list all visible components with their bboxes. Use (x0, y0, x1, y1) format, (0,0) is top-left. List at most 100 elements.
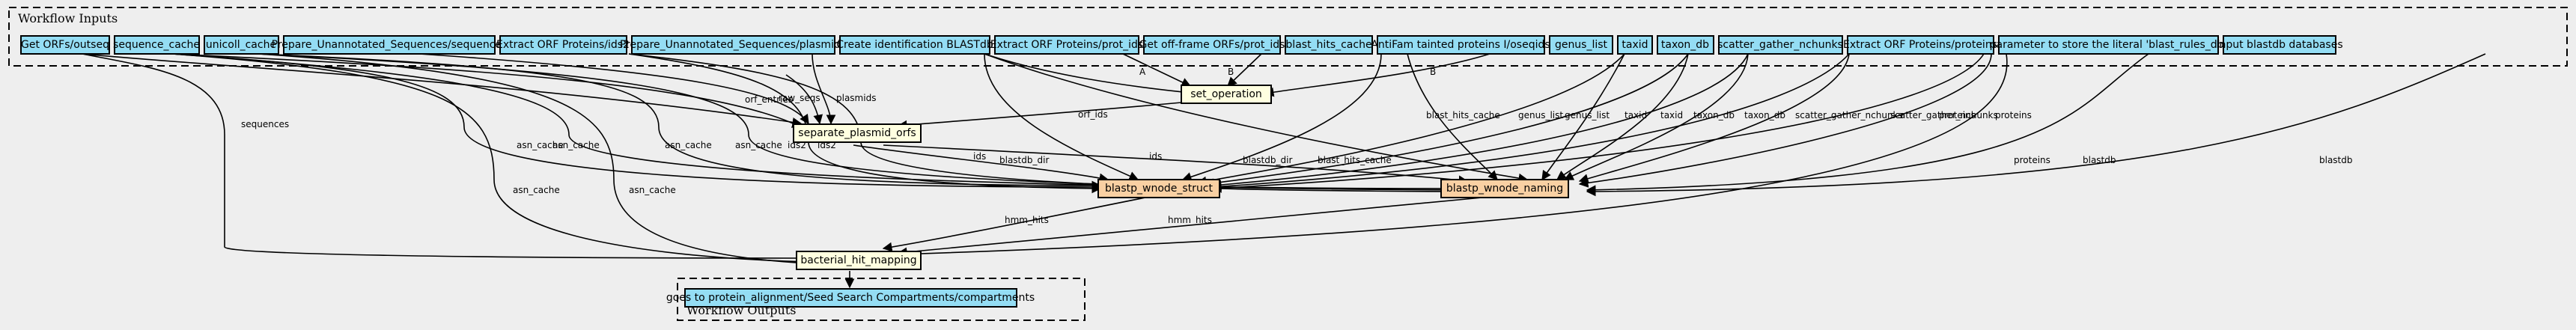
edge-proteins-to-struct: proteins (1211, 53, 1985, 193)
edge-protids-to-setop: A (1122, 53, 1192, 87)
input-param-blast-rules-label: parameter to store the literal 'blast_ru… (1990, 39, 2227, 51)
workflow-inputs-title: Workflow Inputs (18, 11, 118, 25)
edge-blastdb-to-struct: blastdb_dir (984, 53, 1139, 181)
edge-naming-to-bacterial: hmm_hits (897, 197, 1483, 257)
edge-genus-to-struct: genus_list (1196, 53, 1625, 186)
edge-struct-to-bacterial: hmm_hits (882, 197, 1146, 252)
step-bacterial-hit-mapping-label: bacterial_hit_mapping (800, 254, 916, 266)
input-sequence-cache-label: sequence_cache (113, 39, 200, 51)
edge-unicoll-to-bacterial: asn_cache (258, 53, 810, 268)
input-extract-orf-prot-ids-label: Extract ORF Proteins/prot_ids (990, 39, 1143, 51)
edge-seqcache-to-separate (171, 53, 803, 128)
edge-label-hmm-hits-1: hmm_hits (1005, 215, 1049, 225)
edge-inputdb-to-naming: blastdb (1586, 53, 2486, 197)
input-antifam[interactable]: AntiFam tainted proteins I/oseqids (1371, 35, 1550, 55)
edge-label-asn-cache-5: asn_cache (735, 140, 782, 150)
input-extract-orf-proteins[interactable]: Extract ORF Proteins/proteins (1843, 35, 1997, 55)
step-bacterial-hit-mapping[interactable]: bacterial_hit_mapping (796, 251, 922, 270)
step-set-operation[interactable]: set_operation (1181, 85, 1272, 104)
step-nodes: set_operation separate_plasmid_orfs blas… (793, 85, 1569, 270)
edge-label-taxondb-1: taxon_db (1693, 110, 1735, 120)
step-blastp-wnode-naming[interactable]: blastp_wnode_naming (1440, 179, 1569, 198)
input-blast-hits-cache[interactable]: blast_hits_cache (1285, 35, 1373, 55)
input-blast-hits-cache-label: blast_hits_cache (1285, 39, 1371, 51)
edge-label-b2: B (1430, 67, 1436, 77)
input-genus-list-label: genus_list (1555, 39, 1608, 51)
edge-label-ids-1: ids (973, 151, 986, 162)
input-nodes: Get ORFs/outseq sequence_cache unicoll_c… (20, 35, 2343, 55)
output-compartments-label: goes to protein_alignment/Seed Search Co… (666, 292, 1035, 304)
input-get-orfs-outseq[interactable]: Get ORFs/outseq (20, 35, 110, 55)
edge-label-blastdb-dir-1: blastdb_dir (999, 155, 1049, 165)
step-set-operation-label: set_operation (1190, 88, 1262, 100)
edge-label-plasmids: plasmids (836, 93, 876, 103)
input-extract-orf-proteins-label: Extract ORF Proteins/proteins (1843, 39, 1997, 51)
step-separate-plasmid-orfs-label: separate_plasmid_orfs (798, 127, 916, 139)
input-extract-orf-ids2[interactable]: Extract ORF Proteins/ids2 (496, 35, 630, 55)
input-taxid[interactable]: taxid (1617, 35, 1653, 55)
input-sequence-cache[interactable]: sequence_cache (113, 35, 200, 55)
edge-plasmids-to-separate: plasmids (812, 53, 876, 125)
edge-unicoll-to-naming: asn_cache (258, 53, 1469, 195)
edge-proteins-to-bacterial: proteins (897, 53, 2050, 260)
input-extract-orf-ids2-label: Extract ORF Proteins/ids2 (496, 39, 630, 51)
input-genus-list[interactable]: genus_list (1549, 35, 1613, 55)
input-blastdb-databases[interactable]: Input blastdb databases (2216, 35, 2343, 55)
input-prep-unannot-sequences[interactable]: Prepare_Unannotated_Sequences/sequences (272, 35, 508, 55)
step-separate-plasmid-orfs[interactable]: separate_plasmid_orfs (793, 123, 922, 143)
edge-label-hmm-hits-2: hmm_hits (1168, 215, 1212, 225)
input-blastdb-databases-label: Input blastdb databases (2216, 39, 2342, 51)
edge-separate-to-struct: ids (853, 144, 1109, 183)
edge-label-taxondb-2: taxon_db (1744, 110, 1785, 120)
edge-setop-to-separate: orf_ids (897, 99, 1214, 130)
edge-taxondb-to-naming: taxon_db (1563, 53, 1785, 180)
edge-taxid-to-naming: taxid (1556, 53, 1689, 180)
input-prep-unannot-plasmids[interactable]: Prepare_Unannotated_Sequences/plasmids (620, 35, 846, 55)
input-get-orfs-outseq-label: Get ORFs/outseq (21, 39, 109, 51)
edge-label-bhc-2: blast_hits_cache (1426, 110, 1500, 120)
edge-label-b: B (1228, 67, 1234, 77)
edge-bhc-to-struct: blast_hits_cache (1181, 53, 1392, 182)
edge-label-raw-seqs: raw_seqs (779, 93, 820, 103)
edge-prepseq-to-separate (418, 53, 809, 125)
edge-seqcache-to-bacterial: asn_cache (171, 53, 810, 267)
output-compartments[interactable]: goes to protein_alignment/Seed Search Co… (666, 288, 1035, 308)
edge-label-genus-1: genus_list (1518, 110, 1563, 120)
edge-label-proteins-1: proteins (1939, 110, 1976, 120)
input-taxon-db[interactable]: taxon_db (1657, 35, 1714, 55)
edges-layer: sequences orf_entries asn_cache asn_cach… (82, 53, 2486, 289)
input-get-offframe-prot-ids[interactable]: Get off-frame ORFs/prot_ids (1139, 35, 1285, 55)
edge-antifam-to-setop: B (1264, 53, 1491, 97)
edge-label-proteins-2: proteins (1995, 110, 2032, 120)
input-antifam-label: AntiFam tainted proteins I/oseqids (1371, 39, 1550, 51)
input-unicoll-cache[interactable]: unicoll_cache (204, 35, 279, 55)
step-blastp-wnode-naming-label: blastp_wnode_naming (1446, 183, 1563, 195)
edge-label-taxid-2: taxid (1660, 110, 1683, 120)
input-scatter-gather-nchunks[interactable]: scatter_gather_nchunks (1717, 35, 1843, 55)
input-create-blastdb-label: Create identification BLASTdb (836, 39, 993, 51)
edge-label-bhc-1: blast_hits_cache (1318, 155, 1392, 165)
input-taxid-label: taxid (1622, 39, 1648, 51)
edge-proteins-to-naming: proteins (1578, 53, 2032, 188)
input-get-offframe-prot-ids-label: Get off-frame ORFs/prot_ids (1139, 39, 1285, 51)
input-param-blast-rules[interactable]: parameter to store the literal 'blast_ru… (1990, 35, 2227, 55)
edge-sgn-to-struct: scatter_gather_nchunks (1211, 53, 1903, 192)
edge-seqcache-to-struct: asn_cache (171, 53, 1102, 192)
input-extract-orf-prot-ids[interactable]: Extract ORF Proteins/prot_ids (990, 35, 1143, 55)
edge-label-sgn-1: scatter_gather_nchunks (1795, 110, 1903, 120)
edge-outseq-to-bacterial: sequences (82, 53, 810, 263)
edge-label-proteins-3: proteins (2014, 155, 2050, 165)
edge-raw-seqs: raw_seqs (779, 74, 823, 125)
edge-blastdb-to-setop (984, 53, 1199, 98)
edge-label-sequences: sequences (241, 119, 289, 129)
edge-label-asn-cache-3: asn_cache (513, 185, 560, 195)
edge-label-asn-cache-2: asn_cache (552, 140, 600, 150)
input-prep-unannot-sequences-label: Prepare_Unannotated_Sequences/sequences (272, 39, 508, 51)
edge-offframe-to-setop: B (1227, 53, 1262, 87)
edge-label-asn-cache-1: asn_cache (517, 140, 564, 150)
input-taxon-db-label: taxon_db (1661, 39, 1709, 51)
input-create-blastdb[interactable]: Create identification BLASTdb (836, 35, 993, 55)
step-blastp-wnode-struct[interactable]: blastp_wnode_struct (1097, 179, 1220, 198)
edge-label-ids-2: ids (1149, 151, 1162, 162)
